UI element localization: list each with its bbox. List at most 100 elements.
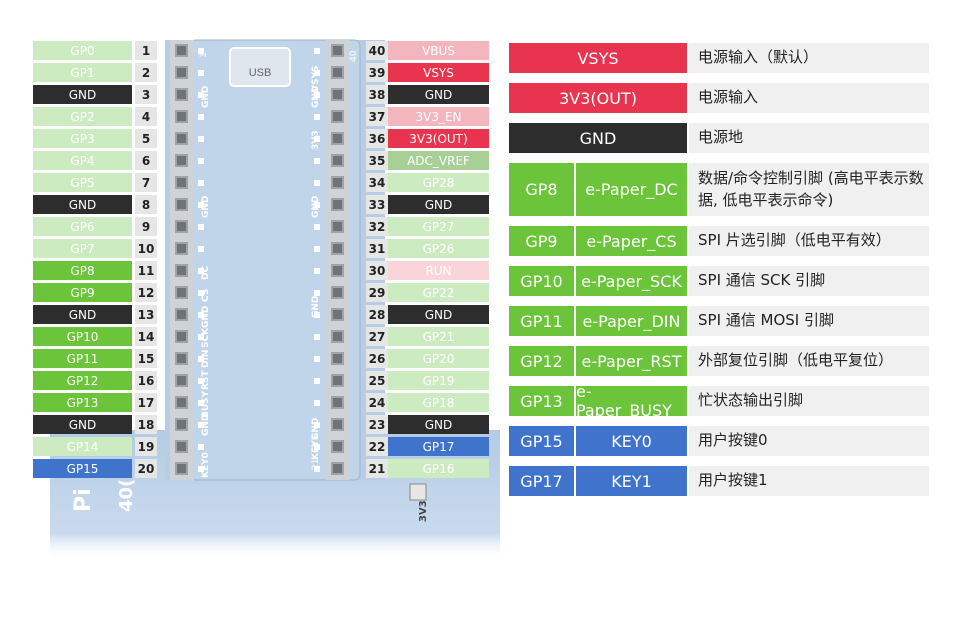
header-pin-hole (177, 310, 186, 319)
header-pin-hole (333, 310, 342, 319)
right-pin-label: GP20 (388, 349, 489, 368)
right-header (326, 40, 350, 480)
right-pin-label: GP27 (388, 217, 489, 236)
left-pin-label: GP8 (33, 261, 132, 280)
table-row: 3V3(OUT)电源输入 (509, 83, 929, 113)
left-pin-number: 12 (135, 283, 157, 302)
header-pin-hole (333, 200, 342, 209)
right-pin-number: 33 (366, 195, 388, 214)
header-pin-hole (333, 442, 342, 451)
header-pin-hole (177, 200, 186, 209)
silkscreen-label: GND (311, 296, 321, 318)
table-pin-cell: GND (509, 123, 687, 153)
table-pin-cell: GP15 (509, 426, 574, 456)
silkscreen-label: VSYS (311, 66, 321, 92)
table-description-cell: 电源输入（默认） (689, 43, 929, 73)
board-pad (314, 158, 320, 164)
board-pad (198, 422, 204, 428)
left-pin-number: 18 (135, 415, 157, 434)
header-pin-hole (177, 266, 186, 275)
board-pad (198, 356, 204, 362)
header-pin-hole (333, 112, 342, 121)
board-pad (198, 334, 204, 340)
board-pad (314, 422, 320, 428)
right-pin-label: VSYS (388, 63, 489, 82)
table-function-cell: e-Paper_DIN (576, 306, 687, 336)
header-pin-hole (177, 134, 186, 143)
table-description-cell: 用户按键0 (689, 426, 929, 456)
silkscreen-label: KEY0 (201, 452, 211, 478)
right-pin-number: 23 (366, 415, 388, 434)
right-pin-label: GP26 (388, 239, 489, 258)
right-pin-number: 35 (366, 151, 388, 170)
left-pin-number: 1 (135, 41, 157, 60)
left-pin-number: 7 (135, 173, 157, 192)
board-pad (198, 114, 204, 120)
corner-pad (409, 483, 427, 501)
pin21-mark: 21 (311, 459, 321, 470)
right-pin-number: 25 (366, 371, 388, 390)
left-pin-number: 15 (135, 349, 157, 368)
table-pin-cell: GP11 (509, 306, 574, 336)
header-pin-hole (333, 266, 342, 275)
right-pin-number: 36 (366, 129, 388, 148)
board-pad (198, 246, 204, 252)
left-pin-label: GP9 (33, 283, 132, 302)
table-description-cell: SPI 通信 MOSI 引脚 (689, 306, 929, 336)
header-pin-hole (333, 244, 342, 253)
table-pin-cell: VSYS (509, 43, 687, 73)
left-pin-label: GND (33, 195, 132, 214)
right-pin-label: RUN (388, 261, 489, 280)
silkscreen-label: GND (201, 414, 211, 436)
header-pin-hole (333, 222, 342, 231)
usb-connector: USB (229, 47, 291, 87)
header-pin-hole (177, 398, 186, 407)
board-pad (314, 444, 320, 450)
silkscreen-label: GND (201, 306, 211, 328)
silkscreen-label: DC (201, 266, 211, 280)
board-pad (314, 334, 320, 340)
left-pin-number: 19 (135, 437, 157, 456)
board-pad (198, 70, 204, 76)
table-description-cell: 数据/命令控制引脚 (高电平表示数据, 低电平表示命令) (689, 163, 929, 216)
bottom-text-2: 40( (116, 479, 137, 512)
table-pin-cell: GP9 (509, 226, 574, 256)
header-pin-hole (177, 178, 186, 187)
left-pin-number: 13 (135, 305, 157, 324)
silkscreen-label: KEY1 (311, 434, 321, 460)
header-pin-hole (333, 156, 342, 165)
table-function-cell: e-Paper_BUSY (576, 382, 687, 420)
header-pin-hole (333, 68, 342, 77)
board-pad (314, 180, 320, 186)
board-pad (314, 202, 320, 208)
header-pin-hole (333, 332, 342, 341)
board-pad (198, 400, 204, 406)
right-pin-number: 34 (366, 173, 388, 192)
left-pin-label: GND (33, 305, 132, 324)
left-header (170, 40, 194, 480)
board-pad (198, 378, 204, 384)
table-description-cell: 外部复位引脚（低电平复位） (689, 346, 929, 376)
silkscreen-label: BUSY (201, 390, 211, 418)
table-description-cell: SPI 通信 SCK 引脚 (689, 266, 929, 296)
